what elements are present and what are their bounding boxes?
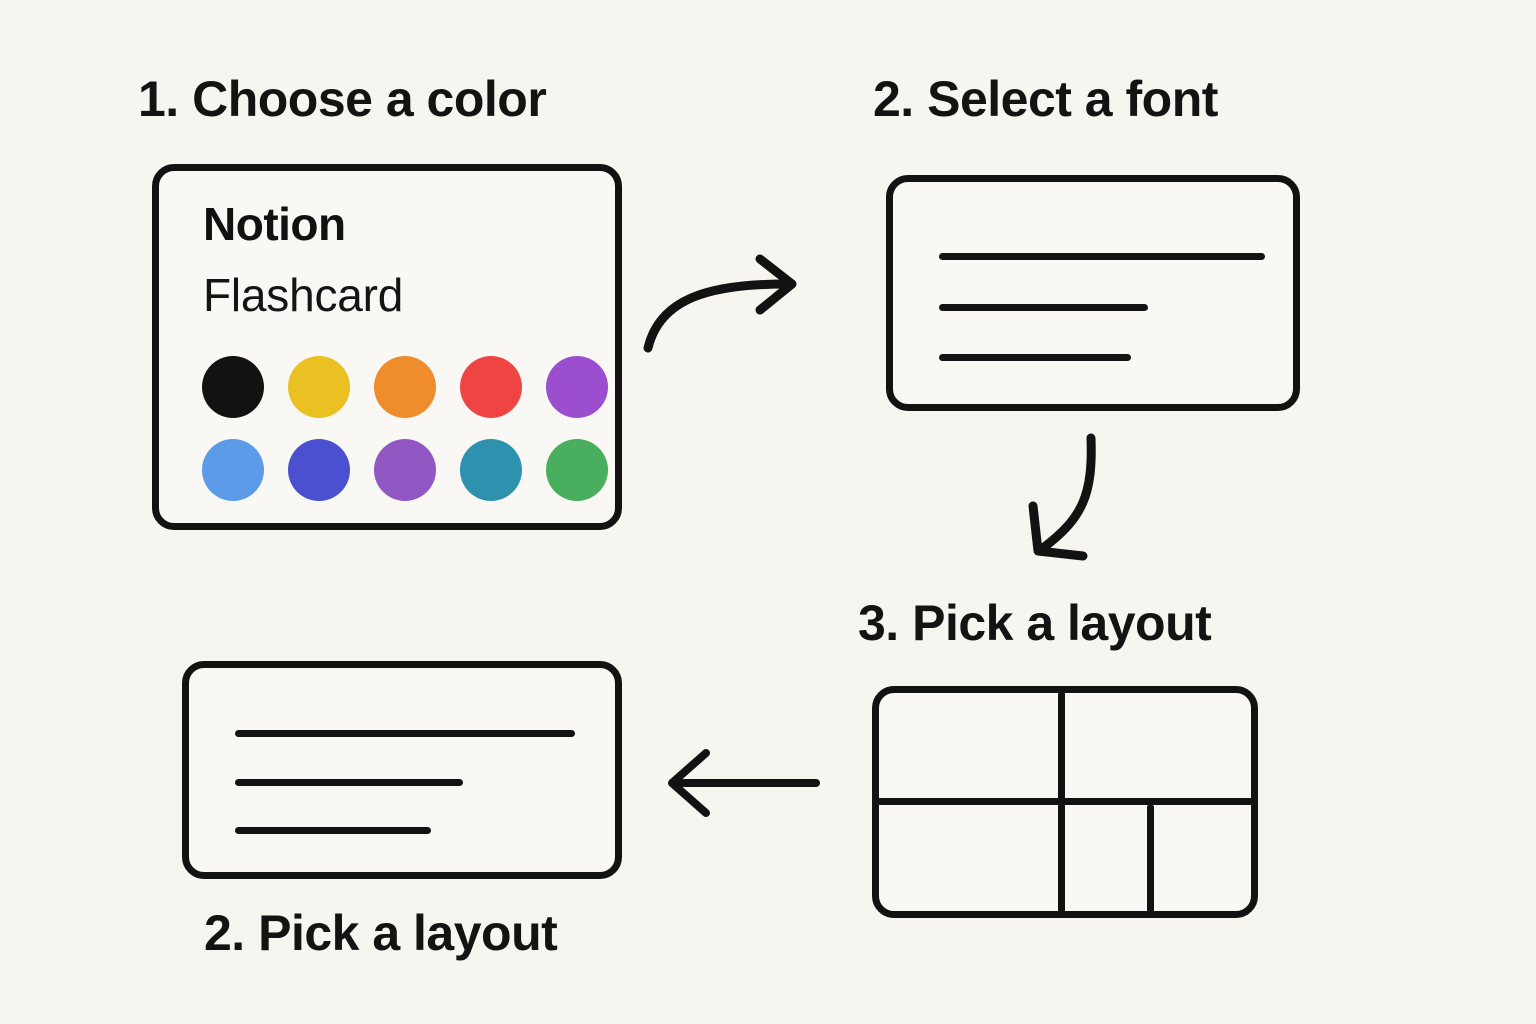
swatch-mid-purple[interactable] (374, 439, 436, 501)
step-3-heading: 3. Pick a layout (858, 595, 1212, 651)
text-line-long (235, 730, 575, 737)
layout-line-stack (189, 668, 615, 872)
color-swatch-grid (202, 356, 608, 501)
text-line-short (939, 354, 1131, 361)
swatch-row-1 (202, 356, 608, 418)
step-1-heading: 1. Choose a color (138, 71, 547, 127)
swatch-indigo[interactable] (288, 439, 350, 501)
swatch-orange[interactable] (374, 356, 436, 418)
arrow-straight-left-icon (668, 749, 820, 817)
swatch-light-blue[interactable] (202, 439, 264, 501)
font-preview-card[interactable] (886, 175, 1300, 411)
grid-divider-horizontal (878, 798, 1252, 805)
color-picker-card[interactable]: Notion Flashcard (152, 164, 622, 530)
arrow-curve-down-icon (1028, 433, 1096, 561)
layout-grid-card[interactable] (872, 686, 1258, 918)
card-subtitle: Flashcard (203, 269, 404, 321)
font-line-stack (893, 182, 1293, 404)
swatch-purple[interactable] (546, 356, 608, 418)
text-line-medium (235, 779, 463, 786)
card-title: Notion (203, 198, 346, 250)
swatch-yellow[interactable] (288, 356, 350, 418)
swatch-teal[interactable] (460, 439, 522, 501)
grid-divider-vertical-top (1058, 692, 1065, 805)
step-2-heading: 2. Select a font (873, 71, 1218, 127)
arrow-curve-right-icon (643, 254, 797, 353)
swatch-green[interactable] (546, 439, 608, 501)
text-line-medium (939, 304, 1148, 311)
grid-divider-vertical-bottom (1058, 798, 1065, 912)
swatch-row-2 (202, 439, 608, 501)
layout-preview-card[interactable] (182, 661, 622, 879)
swatch-black[interactable] (202, 356, 264, 418)
swatch-red[interactable] (460, 356, 522, 418)
grid-divider-vertical-bottom-right (1147, 805, 1154, 912)
text-line-short (235, 827, 431, 834)
text-line-long (939, 253, 1265, 260)
step-4-heading: 2. Pick a layout (204, 905, 558, 961)
